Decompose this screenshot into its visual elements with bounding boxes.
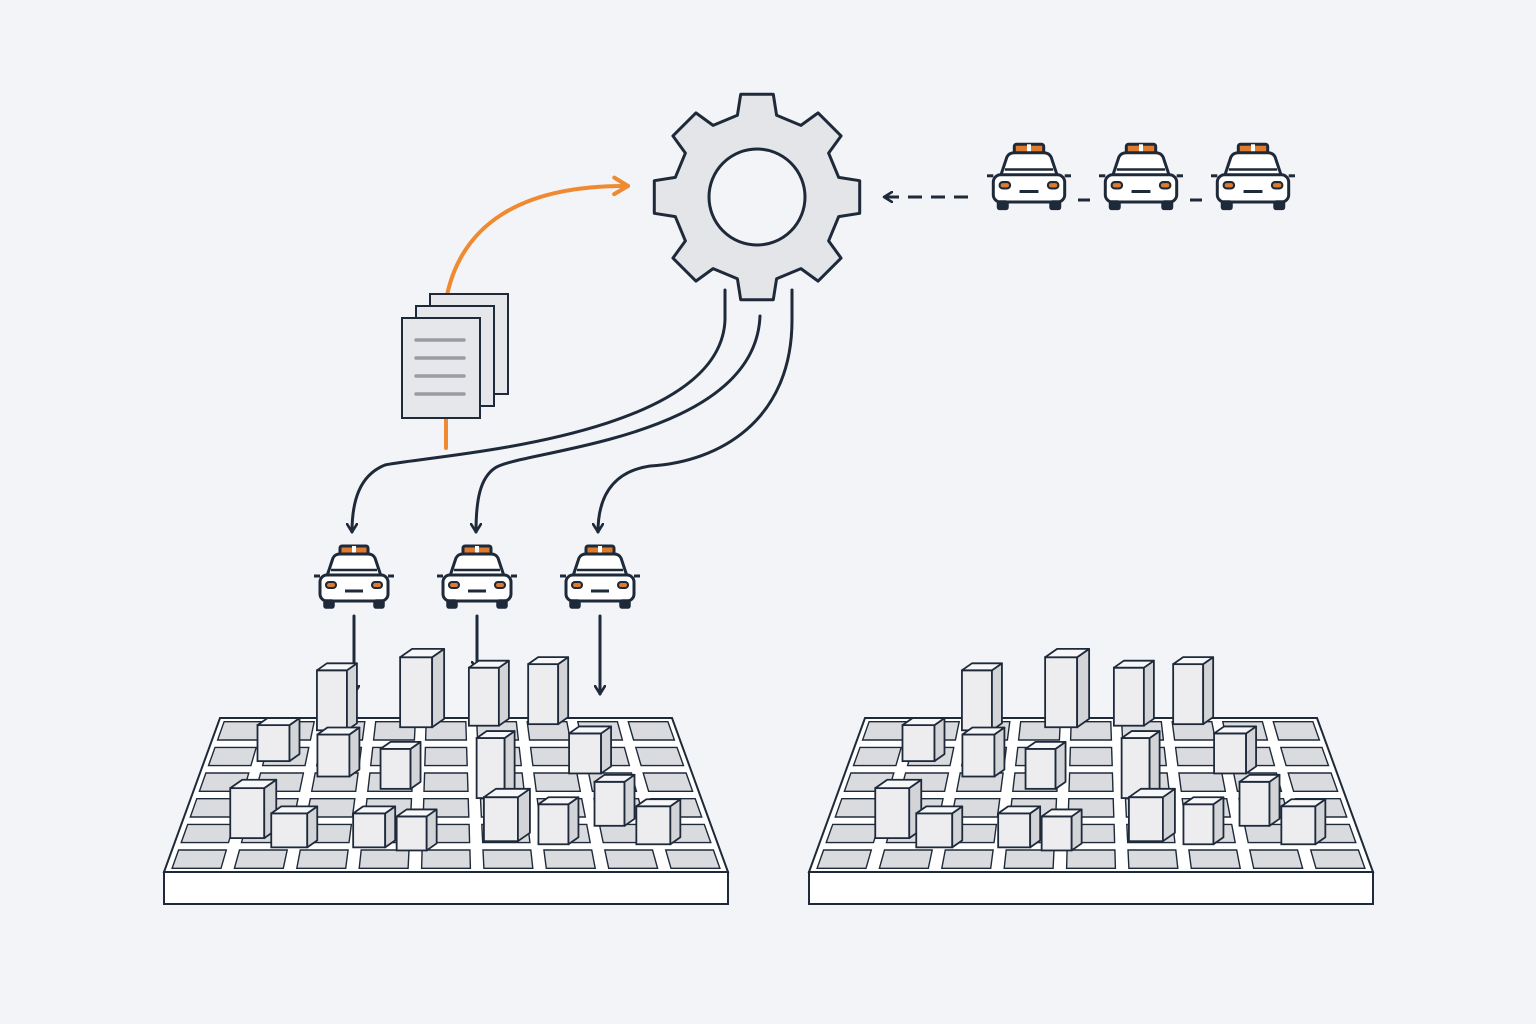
right-city-building-16 [1238, 773, 1281, 827]
left-city-building-13 [395, 808, 438, 852]
dispatched-police-car-icon-3 [560, 544, 640, 609]
right-city-building-3 [1112, 659, 1155, 727]
left-city-building-5 [316, 726, 361, 778]
left-city-building-9 [568, 725, 612, 775]
left-city-building-3 [467, 659, 510, 727]
right-city-building-12 [997, 805, 1042, 849]
city-grid-left [162, 647, 730, 905]
right-city-building-4 [1172, 656, 1215, 726]
dispatched-police-car-icon-2 [437, 544, 517, 609]
left-city-building-6 [256, 717, 301, 763]
dispatched-police-car-icon-1 [314, 544, 394, 609]
right-city-building-15 [1182, 796, 1225, 846]
right-city-building-17 [1280, 798, 1327, 846]
right-city-building-9 [1213, 725, 1257, 775]
incoming-police-car-icon-3 [1211, 142, 1295, 211]
left-city-building-1 [316, 662, 358, 732]
input-arrow [444, 175, 631, 450]
right-city-building-1 [961, 662, 1003, 732]
left-city-building-14 [483, 787, 531, 843]
right-city-building-10 [874, 778, 923, 840]
left-city-building-16 [593, 773, 636, 827]
incoming-police-car-icon-2 [1099, 142, 1183, 211]
left-city-building-11 [270, 805, 319, 849]
incoming-police-car-icon-1 [987, 142, 1071, 211]
left-city-building-7 [379, 740, 422, 790]
left-city-building-12 [352, 805, 397, 849]
right-city-building-2 [1044, 647, 1091, 729]
left-city-building-17 [635, 798, 682, 846]
gear-icon [652, 92, 862, 302]
right-city-building-11 [915, 805, 964, 849]
right-city-building-5 [961, 726, 1006, 778]
right-city-building-7 [1024, 740, 1067, 790]
right-city-building-13 [1040, 808, 1083, 852]
city-grid-right [807, 647, 1375, 905]
dispatch-connections [352, 288, 794, 534]
right-city-building-14 [1128, 787, 1176, 843]
left-city-building-4 [527, 656, 570, 726]
left-city-building-10 [229, 778, 278, 840]
left-city-building-2 [399, 647, 446, 729]
document-stack-icon [401, 293, 509, 419]
right-city-building-6 [901, 717, 946, 763]
left-city-building-15 [537, 796, 580, 846]
